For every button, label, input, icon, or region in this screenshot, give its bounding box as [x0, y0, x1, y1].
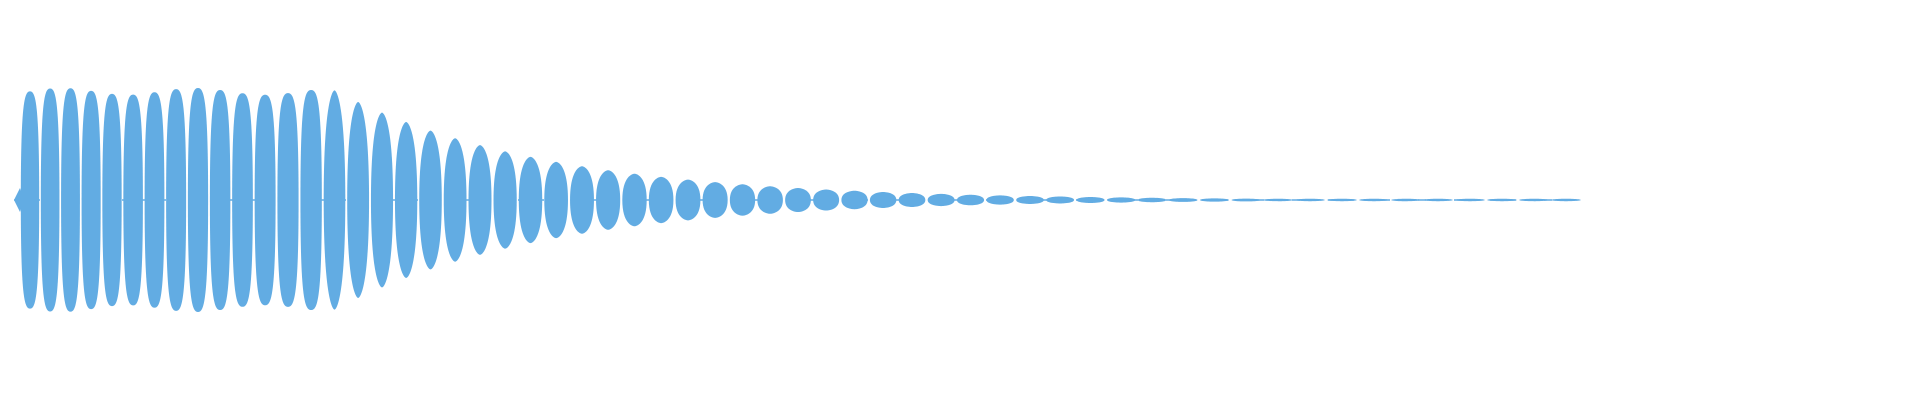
- waveform-lobe: [1168, 198, 1198, 202]
- waveform-lobe: [596, 170, 621, 230]
- waveform-lobe: [1359, 198, 1389, 202]
- waveform-lobe: [323, 90, 346, 310]
- waveform-lobe: [869, 191, 897, 209]
- waveform-lobe: [702, 182, 728, 218]
- waveform-lobe: [232, 93, 253, 307]
- waveform-lobe: [956, 194, 985, 206]
- waveform-lobe: [370, 112, 394, 288]
- waveform-lobe: [144, 92, 165, 308]
- waveform-lobe: [1519, 198, 1549, 202]
- waveform-lobe: [102, 93, 122, 307]
- waveform-lobe: [898, 192, 926, 208]
- waveform-lobe: [277, 93, 299, 307]
- waveform-lobe: [1106, 197, 1136, 203]
- waveform-lobe: [1423, 198, 1453, 202]
- waveform-lobe: [675, 179, 701, 221]
- waveform-lobe: [443, 138, 467, 262]
- waveform-lobe: [1327, 198, 1357, 202]
- waveform-lobe: [493, 151, 517, 249]
- waveform-lobe: [1455, 198, 1485, 202]
- waveform-lobe: [61, 88, 80, 312]
- waveform-lobe: [1076, 197, 1105, 203]
- waveform-lobe: [40, 88, 60, 312]
- waveform-lobe: [419, 130, 442, 270]
- waveform-lobe: [813, 189, 840, 211]
- waveform-lobe: [729, 184, 756, 216]
- waveform-lobe: [544, 161, 568, 239]
- waveform-lobe: [648, 176, 674, 224]
- waveform-lobe: [20, 91, 40, 309]
- waveform-lobe: [166, 89, 187, 311]
- waveform-lobe: [394, 122, 418, 278]
- waveform-lobe: [1263, 198, 1293, 202]
- waveform-lobe: [622, 173, 647, 227]
- waveform-lobe: [347, 102, 370, 298]
- waveform-lobe: [1137, 197, 1167, 203]
- waveform-lobe: [570, 166, 594, 234]
- waveform-onset: [14, 188, 24, 212]
- waveform-lobe: [81, 90, 101, 310]
- waveform-lobe: [757, 186, 783, 214]
- waveform-lobe: [123, 94, 143, 306]
- waveform-lobe: [1231, 198, 1261, 202]
- waveform-lobe: [518, 156, 543, 244]
- waveform-lobe: [1016, 196, 1044, 204]
- waveform-lobe: [1487, 198, 1517, 202]
- waveform-lobe: [187, 88, 209, 312]
- waveform-lobe: [1295, 198, 1325, 202]
- waveform-lobes: [14, 88, 1581, 312]
- waveform-lobe: [1391, 198, 1421, 202]
- waveform-lobe: [785, 187, 811, 213]
- waveform-lobe: [1046, 196, 1075, 204]
- waveform-lobe: [209, 89, 231, 311]
- waveform-lobe: [927, 193, 955, 207]
- waveform-lobe: [841, 190, 868, 210]
- waveform-lobe: [254, 94, 276, 306]
- waveform-lobe: [468, 145, 492, 255]
- waveform-lobe: [986, 195, 1014, 205]
- waveform-lobe: [300, 89, 322, 311]
- waveform-lobe: [1551, 198, 1581, 202]
- waveform-lobe: [1200, 198, 1229, 202]
